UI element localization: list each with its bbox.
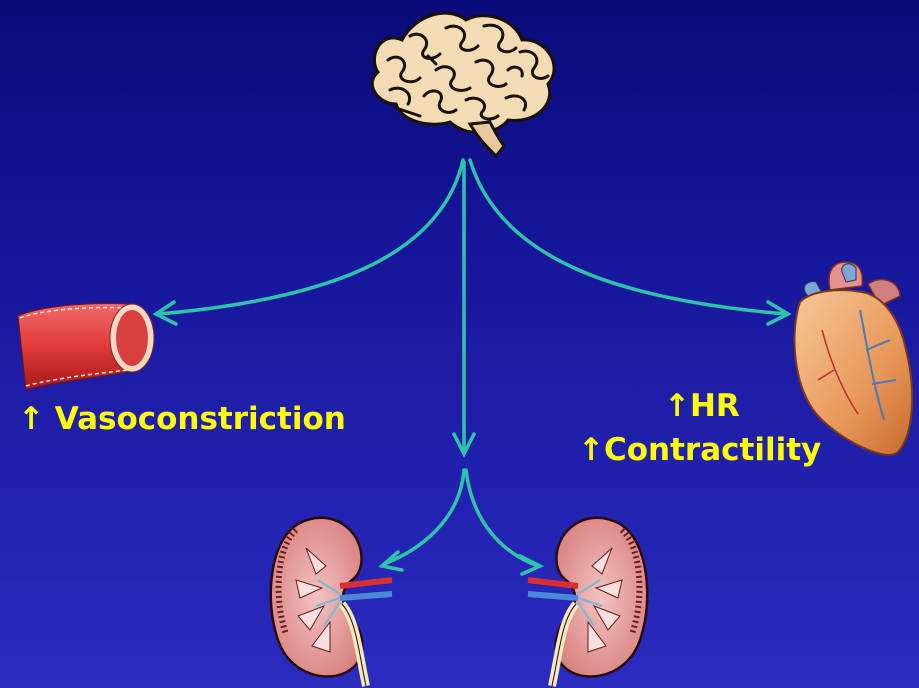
contractility-text: Contractility xyxy=(604,432,821,468)
up-arrow-icon: ↑ xyxy=(18,401,44,437)
vasoconstriction-label: ↑ Vasoconstriction xyxy=(18,400,346,438)
contractility-label: ↑Contractility xyxy=(578,431,821,469)
kidney-icon-left xyxy=(271,518,392,686)
up-arrow-icon: ↑ xyxy=(578,432,604,468)
arrows xyxy=(156,160,788,574)
arrow-to-kidney-right-head xyxy=(520,556,540,574)
arrow-to-heart xyxy=(470,160,786,314)
up-arrow-icon: ↑ xyxy=(664,388,690,424)
heart-rate-text: HR xyxy=(690,388,740,424)
blood-vessel-icon xyxy=(18,304,154,391)
heart-rate-label: ↑HR xyxy=(664,387,740,425)
heart-icon xyxy=(795,262,913,455)
arrow-to-vessel xyxy=(158,160,463,314)
arrow-to-kidney-left xyxy=(384,470,464,564)
kidney-icon-right xyxy=(528,518,647,686)
brain-icon xyxy=(372,13,554,156)
arrow-to-kidney-right xyxy=(466,470,538,566)
vasoconstriction-text: Vasoconstriction xyxy=(44,401,346,437)
